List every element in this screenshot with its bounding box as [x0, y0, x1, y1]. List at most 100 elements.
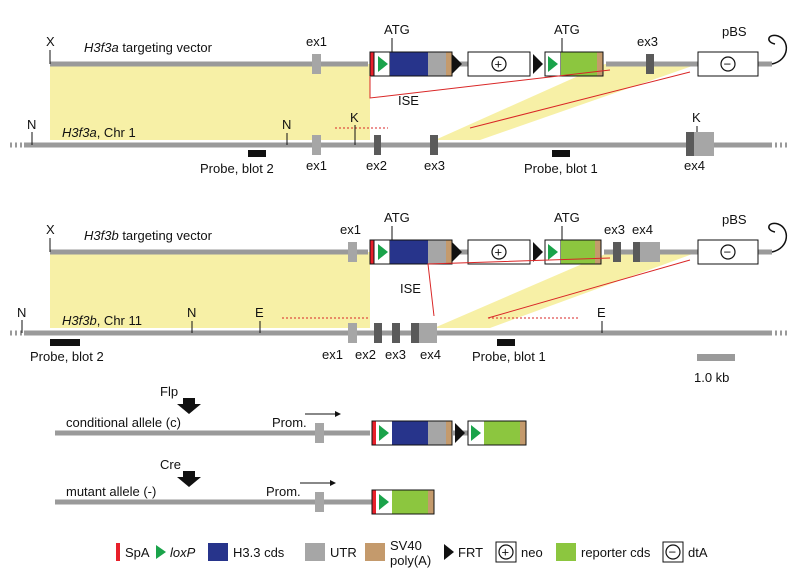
neo-plus-a: + [495, 57, 503, 72]
polya-a [446, 52, 452, 76]
legend-sv40: SV40 [390, 538, 422, 553]
gen-ex2-b: ex2 [355, 347, 376, 362]
legend-reporter-swatch [556, 543, 576, 561]
vector-exon1-b [348, 242, 357, 262]
allele-m-cassette [371, 489, 435, 515]
genomic-exon1-a [312, 135, 321, 155]
loxp-b2 [548, 244, 558, 260]
neo-box-b [467, 239, 531, 265]
legend-dta: dtA [688, 545, 708, 560]
loxp-b [378, 244, 388, 260]
legend-spa-swatch [116, 543, 120, 561]
flp-label: Flp [160, 384, 178, 399]
pbs-label-b: pBS [722, 212, 747, 227]
site-e2-b: E [597, 305, 606, 320]
allele-c-spa [372, 421, 376, 445]
spa-a [370, 52, 374, 76]
probe1-b: Probe, blot 1 [472, 349, 546, 364]
dta-symbol-b [720, 244, 736, 260]
site-n2-b: N [187, 305, 196, 320]
genomic-exon2-b [374, 323, 382, 343]
gen-ex2-a: ex2 [366, 158, 387, 173]
vector-exon1-a [312, 54, 321, 74]
cre-arrow [177, 471, 201, 487]
ise-line-a-upper [369, 69, 611, 99]
cre-label: Cre [160, 457, 181, 472]
vector-exon4-b-utr [640, 242, 660, 262]
legend-h33-swatch [208, 543, 228, 561]
allele-c-polya2 [520, 421, 526, 445]
allele-c-cassette2 [467, 420, 527, 446]
ise-label-b: ISE [400, 281, 421, 296]
atg2-b: ATG [554, 210, 580, 225]
allele-m-reporter [392, 490, 428, 514]
gen-ex3-a: ex3 [424, 158, 445, 173]
allele-c-polya [446, 421, 452, 445]
panel-h3f3b: X H3f3b targeting vector ex1 ATG + ATG e… [10, 210, 790, 385]
probe1-bar-a [552, 150, 570, 157]
dta-symbol-a [720, 56, 736, 72]
site-n-b: N [17, 305, 26, 320]
flp-arrow [177, 398, 201, 414]
genomic-exon4-b [411, 323, 419, 343]
prom-arrowhead-c [335, 411, 341, 417]
cassette2-outline-a [544, 51, 604, 77]
frt-b1 [452, 242, 462, 262]
prom-label-c: Prom. [272, 415, 307, 430]
gen-ex1-a: ex1 [306, 158, 327, 173]
allele-c-h33 [392, 421, 428, 445]
mutant-allele-label: mutant allele (-) [66, 484, 156, 499]
frt-a2 [533, 54, 543, 74]
legend-dta-minus: − [669, 545, 677, 560]
site-k-a: K [350, 110, 359, 125]
gen-ex1-b: ex1 [322, 347, 343, 362]
pbs-loop-a [768, 34, 787, 65]
allele-m-exon1 [315, 492, 324, 512]
h33-cds-b [390, 240, 428, 264]
allele-c-loxp2 [471, 425, 481, 441]
genomic-label-a: H3f3a, Chr 1 [62, 125, 136, 140]
loxp-a [378, 56, 388, 72]
reporter-b [561, 240, 595, 264]
vector-exon4-b-label: ex4 [632, 222, 653, 237]
allele-m-loxp [379, 494, 389, 510]
site-x-a: X [46, 34, 55, 49]
utr-a [428, 52, 446, 76]
site-e-b: E [255, 305, 264, 320]
legend-spa: SpA [125, 545, 150, 560]
legend-polya-swatch [365, 543, 385, 561]
allele-c-exon1 [315, 423, 324, 443]
allele-m-spa [372, 490, 376, 514]
legend-neo-symbol [498, 544, 514, 560]
pbs-loop-b [768, 222, 787, 253]
atg2-a: ATG [554, 22, 580, 37]
vector-label-a: H3f3a targeting vector [84, 40, 213, 55]
frt-b2 [533, 242, 543, 262]
legend-frt: FRT [458, 545, 483, 560]
site-n-a: N [27, 117, 36, 132]
legend-h33: H3.3 cds [233, 545, 285, 560]
genomic-exon3-b [392, 323, 400, 343]
legend-polya: poly(A) [390, 553, 431, 568]
genomic-label-b: H3f3b, Chr 11 [62, 313, 142, 328]
gen-ex4-a: ex4 [684, 158, 705, 173]
legend-neo-plus: + [502, 545, 510, 560]
ise-line-b-lower [487, 259, 691, 319]
scale-label: 1.0 kb [694, 370, 729, 385]
homology-region-b-3prime [434, 252, 698, 328]
probe1-a: Probe, blot 1 [524, 161, 598, 176]
homology-region-b [50, 252, 370, 328]
neo-symbol-b [491, 244, 507, 260]
legend-frt-swatch [444, 544, 454, 560]
homology-region-a [50, 64, 370, 140]
spa-b [370, 240, 374, 264]
panel-h3f3a: X H3f3a targeting vector ex1 ATG + ATG e [10, 22, 790, 176]
probe2-bar-b [50, 339, 80, 346]
h33-cds-a [390, 52, 428, 76]
legend-neo: neo [521, 545, 543, 560]
scale-bar [697, 354, 735, 361]
legend-reporter: reporter cds [581, 545, 651, 560]
legend-utr-swatch [305, 543, 325, 561]
vector-exon3-b-label: ex3 [604, 222, 625, 237]
prom-label-m: Prom. [266, 484, 301, 499]
